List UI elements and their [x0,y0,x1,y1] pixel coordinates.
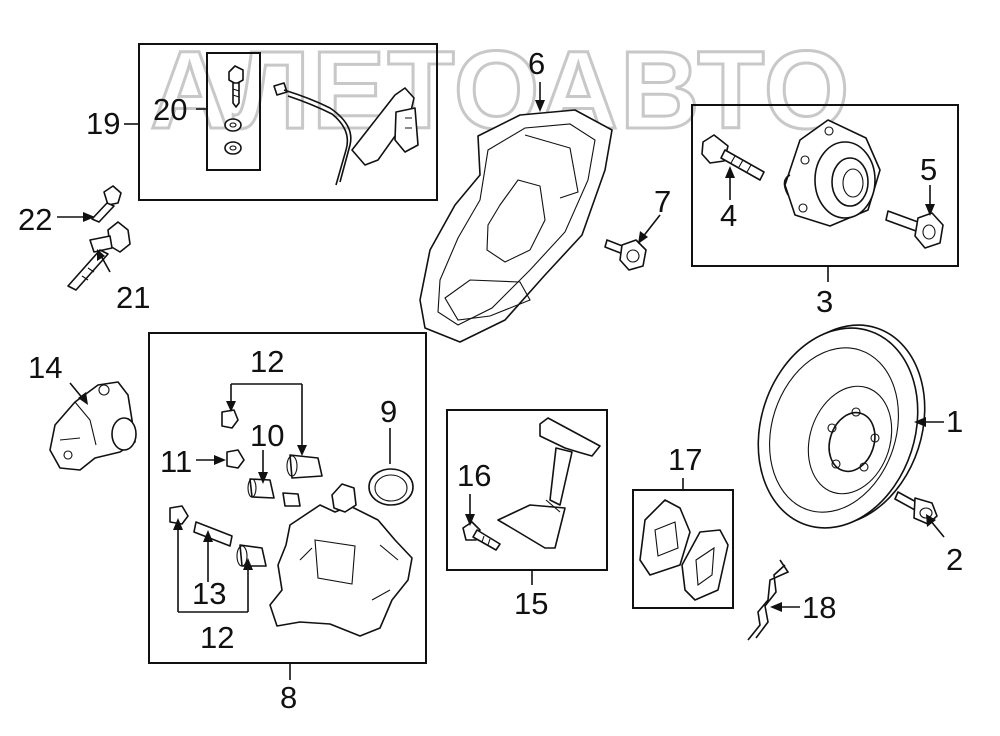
hub-bolt-part-5 [885,210,944,249]
seal-ring-part-9 [368,468,414,506]
callout-1: 1 [946,404,963,439]
dust-shield-part [419,109,613,343]
bolt-part-16 [462,521,501,551]
callout-5: 5 [920,152,937,187]
callout-11: 11 [160,444,192,479]
group-box-15 [446,409,608,571]
callout-8: 8 [280,680,297,715]
callout-13: 13 [192,576,226,611]
caliper-bracket-part [269,483,413,637]
callout-12-bottom: 12 [200,620,234,655]
bolt-part-21 [67,221,131,291]
parking-actuator-part [49,381,137,471]
speed-sensor-cable-part [273,82,419,186]
brake-pads-part [639,499,729,601]
caliper-clip-part [497,417,601,549]
callout-14: 14 [28,350,62,385]
callout-2: 2 [946,542,963,577]
group-box-19 [138,43,438,201]
callout-22: 22 [18,202,52,237]
group-box-20 [206,52,261,171]
callout-4: 4 [720,198,737,233]
wear-indicator-wire-part [747,559,790,641]
callout-labels: 1 2 3 4 5 6 7 8 9 10 11 12 12 13 14 15 1… [18,46,963,715]
callout-10: 10 [250,418,284,453]
bolt-part-7 [604,239,647,271]
group-box-8 [148,332,427,664]
callout-9: 9 [380,394,397,429]
wheel-hub-part [783,119,881,227]
callout-19: 19 [86,106,120,141]
callout-15: 15 [514,586,548,621]
callout-3: 3 [816,284,833,319]
sensor-bolt-washers-part [224,65,244,155]
callout-16: 16 [457,458,491,493]
callout-20: 20 [153,92,187,127]
arrow-heads [78,100,936,612]
brake-disc-part [757,324,926,529]
group-box-3 [691,104,959,267]
callout-21: 21 [116,280,150,315]
callout-7: 7 [654,184,671,219]
caliper-small-parts [169,409,323,567]
bolt-part-22 [91,185,122,223]
callout-17: 17 [668,442,702,477]
callout-18: 18 [802,590,836,625]
callout-12-top: 12 [250,344,284,379]
callout-6: 6 [528,46,545,81]
hub-bolt-part-4 [701,134,765,181]
